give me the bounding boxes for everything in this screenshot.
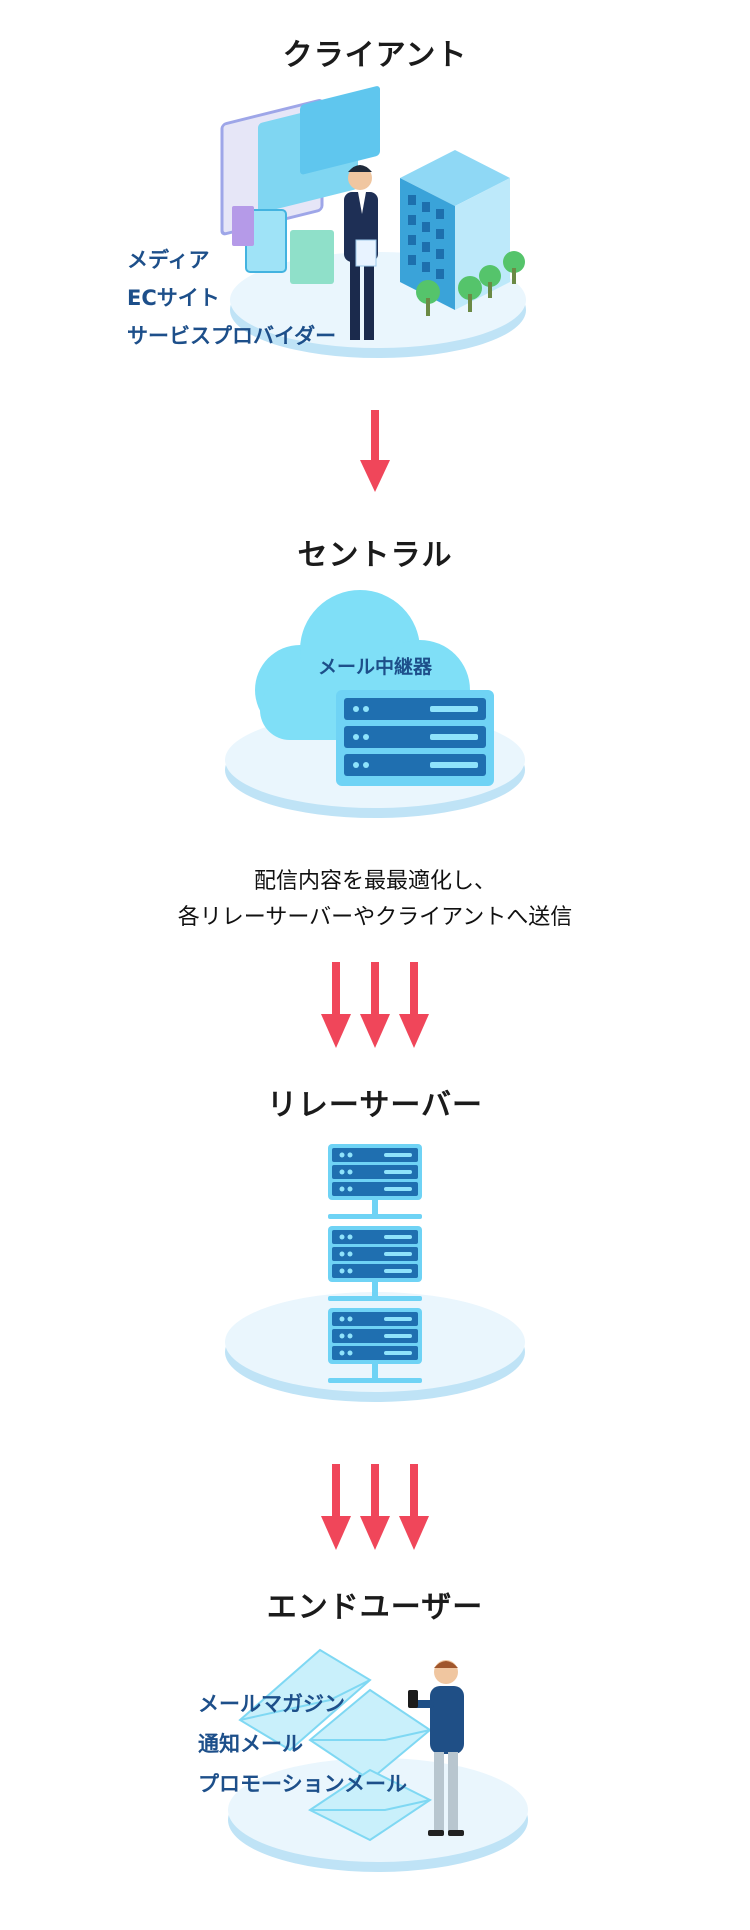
tree-icon: [416, 251, 525, 316]
central-caption-line1: 配信内容を最最適化し、: [253, 869, 496, 894]
envelope-icon: [238, 1648, 372, 1752]
enduser-title: エンドユーザー: [266, 1590, 484, 1625]
enduser-label-notification: 通知メール: [198, 1732, 303, 1756]
enduser-illustration: [228, 1648, 528, 1872]
down-arrow-icon: [360, 410, 390, 492]
server-stack-icon: [328, 1144, 422, 1383]
client-label-media: メディア: [127, 248, 210, 272]
client-title: クライアント: [282, 38, 468, 73]
central-title: セントラル: [297, 538, 453, 573]
envelope-icon: [308, 1768, 432, 1842]
person-with-smartphone-icon: [408, 1660, 464, 1836]
enduser-label-newsletter: メールマガジン: [198, 1692, 345, 1716]
triple-down-arrow-icon: [321, 1464, 429, 1550]
central-illustration: [225, 590, 525, 818]
relay-title: リレーサーバー: [266, 1088, 484, 1123]
relay-device-label: メール中継器: [318, 656, 433, 678]
client-label-service: サービスプロバイダー: [127, 324, 337, 348]
client-illustration: [220, 86, 526, 358]
businessman-icon: [344, 165, 378, 340]
central-caption-line2: 各リレーサーバーやクライアントへ送信: [177, 905, 573, 930]
client-label-ec: ECサイト: [127, 286, 220, 310]
website-screens-icon: [220, 86, 380, 284]
triple-down-arrow-icon: [321, 962, 429, 1048]
relay-illustration: [225, 1144, 525, 1402]
server-rack-icon: [336, 690, 494, 786]
enduser-label-promotion: プロモーションメール: [198, 1772, 407, 1796]
